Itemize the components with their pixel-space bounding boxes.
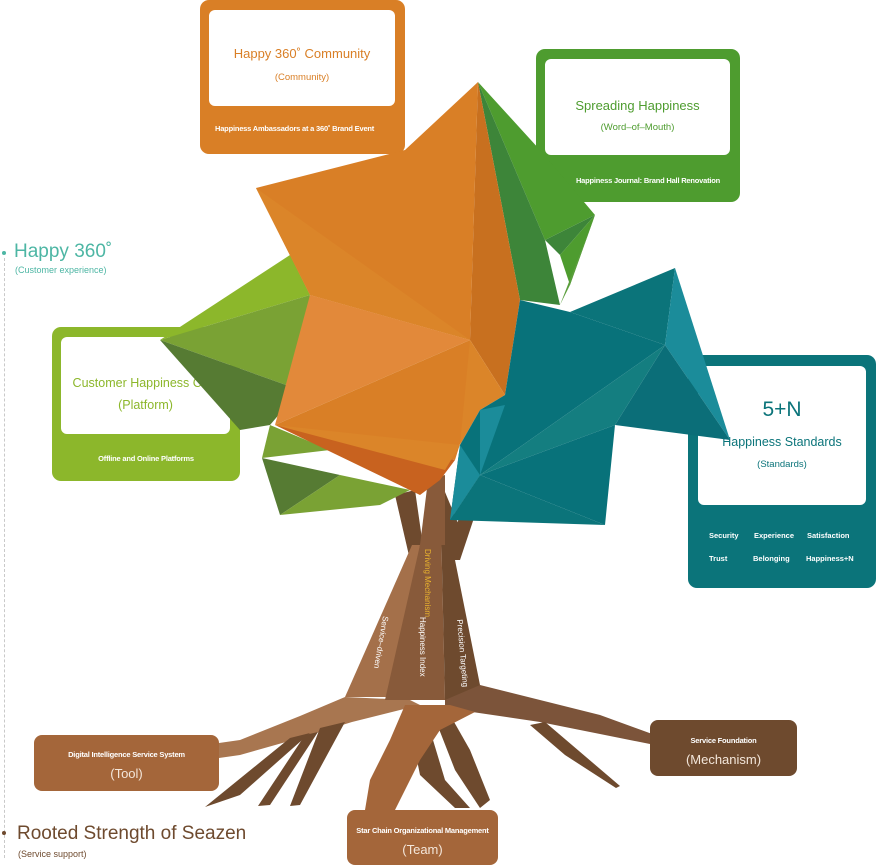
facet-orange-8: [275, 425, 460, 470]
canopy-teal-group: [450, 268, 730, 525]
facet-green-5: [560, 215, 595, 305]
facet-orange-7: [275, 425, 455, 495]
side-label-bottom-title: Rooted Strength of Seazen: [17, 823, 247, 844]
root-card-mechanism-subtitle: (Mechanism): [685, 752, 762, 767]
card-platform-subtitle: (Platform): [118, 398, 173, 412]
facet-teal-6: [480, 425, 615, 525]
trunk-group: [345, 475, 480, 700]
side-label-bottom-subtitle: (Service support): [18, 849, 87, 859]
card-word-of-mouth-subtitle: (Word–of–Mouth): [600, 122, 675, 133]
side-label-top-subtitle: (Customer experience): [15, 265, 107, 275]
facet-lime-1: [160, 255, 310, 340]
root-card-mechanism: Service Foundation (Mechanism): [650, 720, 797, 776]
facet-teal-3: [665, 268, 730, 440]
facet-orange-4: [275, 295, 470, 425]
facet-teal-5: [480, 345, 665, 475]
facet-teal-10: [450, 445, 480, 520]
card-community-subtitle: (Community): [274, 72, 330, 83]
canopy-orange-group: [256, 82, 520, 495]
card-platform-footer: Offline and Online Platforms: [98, 454, 194, 463]
root-left-branch-1: [205, 733, 310, 807]
standards-item-security: Security: [709, 531, 739, 540]
card-platform: Customer Happiness Club (Platform) Offli…: [52, 327, 240, 481]
standards-item-experience: Experience: [754, 531, 795, 540]
card-word-of-mouth-title: Spreading Happiness: [575, 98, 700, 113]
root-card-tool-subtitle: (Tool): [110, 766, 143, 781]
root-left-branch-3: [290, 722, 345, 806]
trunk-label-happiness-index: Happiness Index: [418, 617, 427, 677]
facet-lime-6: [280, 475, 410, 515]
facet-green-2: [478, 82, 560, 305]
standards-item-trust: Trust: [709, 554, 728, 563]
bullet-dot-top: [2, 251, 6, 255]
root-card-tool-title: Digital Intelligence Service System: [68, 750, 185, 759]
facet-teal-4: [615, 345, 730, 440]
facet-teal-8: [480, 405, 505, 475]
root-card-mechanism-title: Service Foundation: [690, 736, 757, 745]
standards-item-belonging: Belonging: [753, 554, 790, 563]
facet-green-4: [560, 215, 595, 285]
standards-item-happiness-n: Happiness+N: [806, 554, 854, 563]
card-word-of-mouth-panel: Spreading Happiness (Word–of–Mouth): [545, 59, 730, 155]
card-community: Happy 360˚ Community (Community) Happine…: [200, 0, 405, 154]
card-standards-subtitle: (Standards): [757, 459, 807, 470]
root-card-team: Star Chain Organizational Management (Te…: [347, 810, 498, 865]
facet-lime-5: [262, 458, 340, 515]
card-platform-title: Customer Happiness Club: [72, 376, 219, 390]
roots-group: [205, 685, 655, 810]
facet-orange-2: [256, 188, 470, 340]
card-standards-headline: 5+N: [762, 398, 802, 421]
standards-item-satisfaction: Satisfaction: [807, 531, 850, 540]
card-word-of-mouth-footer: Happiness Journal: Brand Hall Renovation: [575, 176, 721, 185]
facet-orange-5: [275, 340, 480, 460]
root-left-branch-2: [258, 732, 318, 806]
root-card-tool: Digital Intelligence Service System (Too…: [34, 735, 219, 791]
facet-teal-1: [480, 300, 665, 475]
trunk-face-center-top: [420, 475, 445, 545]
trunk-face-right: [440, 480, 480, 700]
root-card-team-title: Star Chain Organizational Management: [356, 826, 489, 835]
facet-lime-3: [160, 340, 300, 430]
card-standards-title: Happiness Standards: [722, 435, 842, 449]
facet-green-1: [478, 82, 595, 240]
card-word-of-mouth: Spreading Happiness (Word–of–Mouth) Happ…: [536, 49, 740, 202]
trunk-label-driving-mechanism: Driving Mechanism: [423, 549, 432, 618]
facet-orange-6: [460, 340, 505, 445]
card-community-title: Happy 360˚ Community: [233, 46, 371, 61]
facet-green-3: [545, 215, 595, 255]
facet-orange-3: [470, 82, 520, 395]
root-right-main: [445, 685, 655, 745]
trunk-back-left: [395, 490, 425, 560]
bullet-dot-bottom: [2, 831, 6, 835]
card-community-panel: Happy 360˚ Community (Community): [209, 10, 395, 106]
root-center-back-1: [430, 706, 490, 808]
facet-lime-2: [160, 295, 310, 390]
facet-lime-4: [262, 425, 330, 458]
root-right-branch: [530, 722, 620, 788]
side-label-top-title: Happy 360˚: [14, 241, 113, 262]
side-dashed-line: [4, 258, 5, 858]
root-left-main: [205, 697, 420, 760]
facet-teal-7: [450, 475, 605, 525]
root-center-main: [365, 705, 475, 810]
canopy-lime-group: [160, 255, 410, 515]
card-community-footer: Happiness Ambassadors at a 360˚ Brand Ev…: [215, 124, 375, 133]
root-card-team-subtitle: (Team): [402, 842, 443, 857]
canopy-green-group: [478, 82, 595, 305]
facet-teal-2: [570, 268, 675, 345]
